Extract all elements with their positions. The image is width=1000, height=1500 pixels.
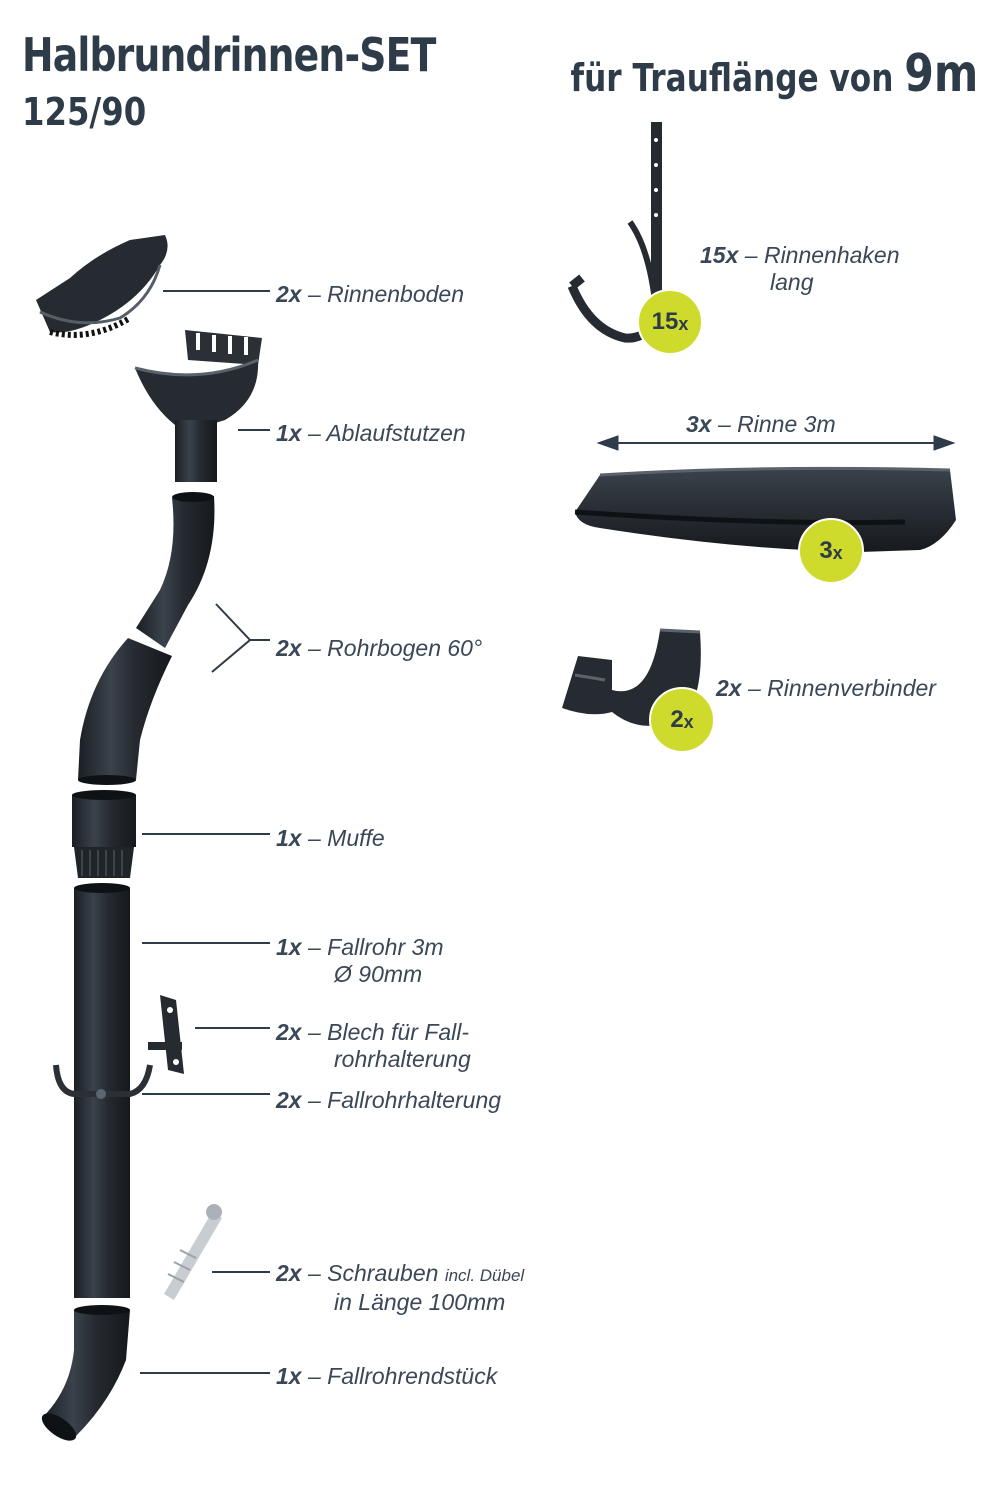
item-qty: 3x: [686, 411, 712, 437]
item-name: Ablaufstutzen: [326, 420, 466, 446]
pipe-bend-lower-image: [78, 638, 172, 785]
item-separator: –: [307, 420, 321, 446]
downpipe-bracket-image: [53, 1064, 153, 1099]
page-title: Halbrundrinnen-SET: [22, 28, 436, 82]
badge-x: x: [683, 712, 694, 732]
item-label-gutter-connector: 2x – Rinnenverbinder: [716, 675, 936, 702]
item-separator: –: [307, 1087, 321, 1113]
connector-lines: [140, 290, 270, 1374]
item-separator: –: [307, 1363, 321, 1389]
item-qty: 1x: [276, 1363, 302, 1389]
socket-image: [72, 790, 136, 878]
item-separator: –: [744, 242, 758, 268]
item-name: Rinne 3m: [737, 411, 836, 437]
item-qty: 2x: [276, 1260, 302, 1286]
item-separator: –: [307, 934, 321, 960]
gutter-length-arrow: [596, 435, 956, 451]
item-name: Schrauben: [327, 1260, 439, 1286]
item-label-outlet: 1x – Ablaufstutzen: [276, 420, 466, 447]
item-name: Fallrohrhalterung: [327, 1087, 502, 1113]
gutter-channel-image: [574, 466, 956, 552]
item-label-gutter-channel: 3x – Rinne 3m: [686, 411, 836, 438]
item-label-downpipe: 1x – Fallrohr 3m Ø 90mm: [276, 934, 443, 988]
downpipe-end-image: [41, 1305, 130, 1441]
item-qty: 2x: [276, 1019, 302, 1045]
badge-number: 2: [670, 706, 684, 733]
item-name-line2: lang: [770, 269, 814, 295]
item-separator: –: [307, 635, 321, 661]
item-separator: –: [747, 675, 761, 701]
bracket-plate-image: [148, 995, 184, 1074]
item-label-screws: 2x – Schrauben incl. Dübel in Länge 100m…: [276, 1260, 524, 1316]
eave-length-label: für Trauflänge von 9m: [570, 44, 978, 104]
item-separator: –: [307, 1019, 321, 1045]
item-separator: –: [307, 281, 321, 307]
item-name-line2: rohrhalterung: [334, 1046, 471, 1072]
item-qty: 1x: [276, 825, 302, 851]
screw-and-dowel-image: [164, 1204, 222, 1300]
item-name-line2: in Länge 100mm: [334, 1289, 506, 1315]
item-name-line2: Ø 90mm: [334, 961, 423, 987]
item-name: Rinnenhaken: [763, 242, 900, 268]
item-separator: –: [717, 411, 731, 437]
item-qty: 2x: [276, 281, 302, 307]
item-label-pipe-bend: 2x – Rohrbogen 60°: [276, 635, 482, 662]
gutter-outlet-image: [134, 330, 262, 482]
gutter-end-cap-image: [36, 235, 168, 338]
eave-length-value: 9m: [903, 44, 978, 104]
item-label-downpipe-bracket: 2x – Fallrohrhalterung: [276, 1087, 501, 1114]
item-label-end-cap: 2x – Rinnenboden: [276, 281, 464, 308]
item-name: Fallrohr 3m: [327, 934, 444, 960]
page-subtitle: 125/90: [22, 90, 147, 134]
item-name: Rohrbogen 60°: [327, 635, 483, 661]
item-name: Fallrohrendstück: [327, 1363, 498, 1389]
item-separator: –: [307, 1260, 321, 1286]
badge-x: x: [678, 314, 689, 334]
item-label-downpipe-end: 1x – Fallrohrendstück: [276, 1363, 497, 1390]
pipe-bend-upper-image: [136, 492, 215, 648]
item-label-bracket-plate: 2x – Blech für Fall- rohrhalterung: [276, 1019, 471, 1073]
item-qty: 1x: [276, 420, 302, 446]
item-qty: 15x: [700, 242, 739, 268]
item-label-socket: 1x – Muffe: [276, 825, 385, 852]
badge-number: 3: [819, 537, 833, 564]
item-name: Rinnenverbinder: [767, 675, 936, 701]
item-separator: –: [307, 825, 321, 851]
item-qty: 1x: [276, 934, 302, 960]
badge-x: x: [832, 543, 843, 563]
item-label-gutter-hooks: 15x – Rinnenhaken lang: [700, 242, 900, 296]
badge-number: 15: [651, 308, 679, 335]
item-qty: 2x: [276, 635, 302, 661]
eave-length-prefix: für Trauflänge von: [570, 56, 894, 100]
item-qty: 2x: [276, 1087, 302, 1113]
item-qty: 2x: [716, 675, 742, 701]
item-name: Blech für Fall-: [327, 1019, 470, 1045]
item-name: Muffe: [327, 825, 385, 851]
item-name: Rinnenboden: [327, 281, 465, 307]
item-note: incl. Dübel: [444, 1266, 525, 1285]
